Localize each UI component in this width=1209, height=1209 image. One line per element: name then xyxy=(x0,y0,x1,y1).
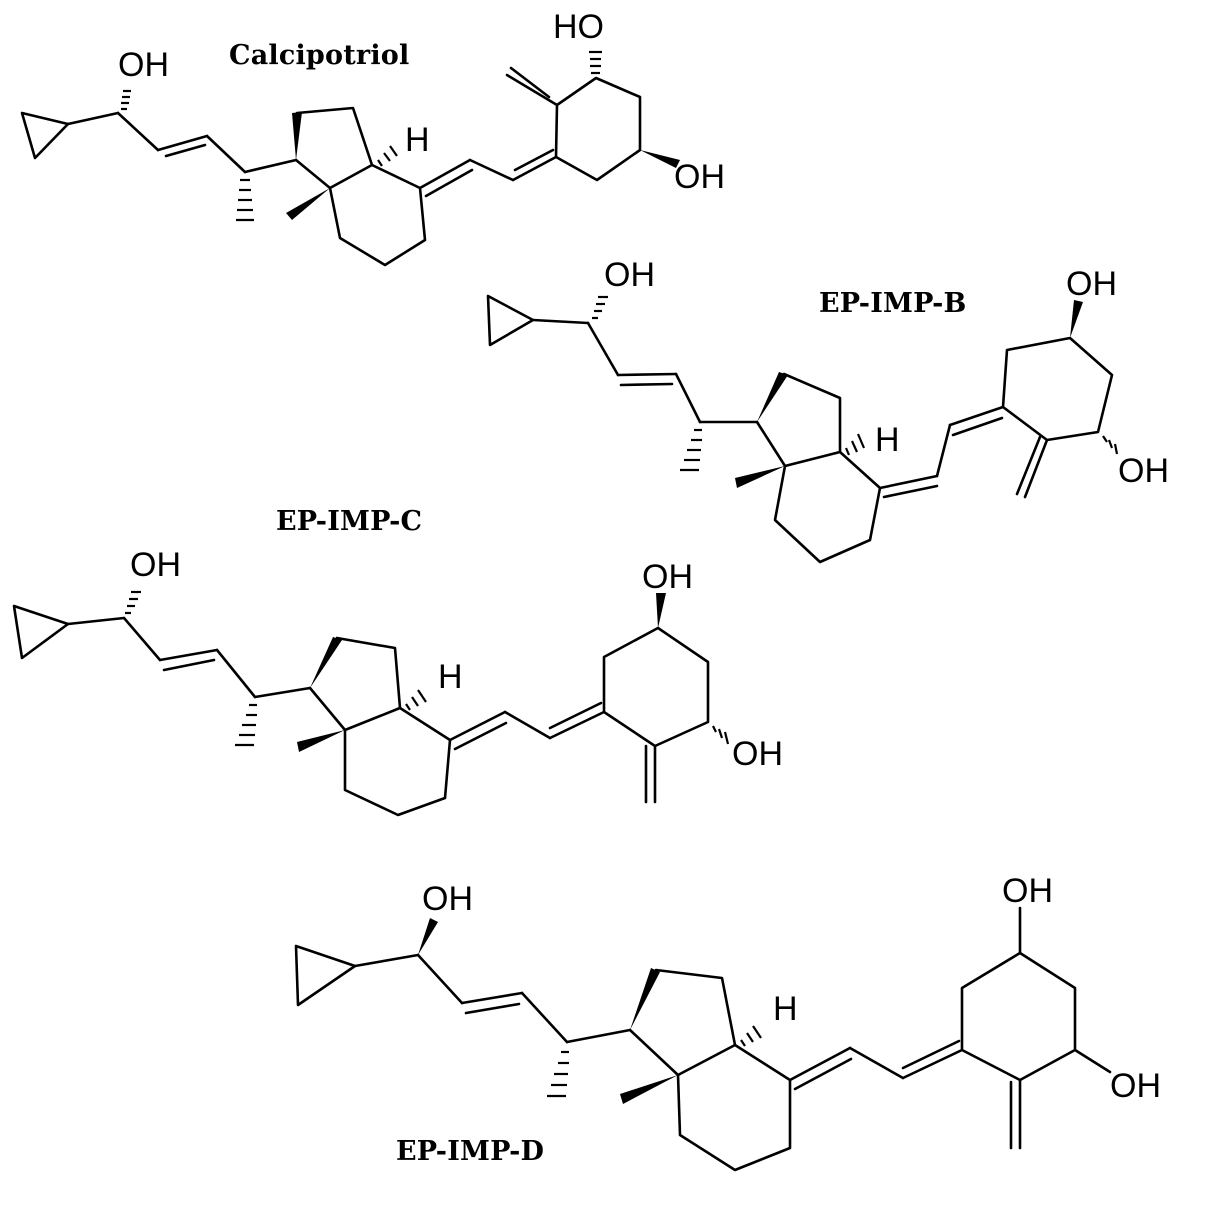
structure-ep-imp-c: OH H OH xyxy=(12,546,783,817)
structure-ep-imp-d: OH H OH OH xyxy=(294,872,1161,1172)
label-h: H xyxy=(773,990,798,1028)
label-ring-oh-top: OH xyxy=(1066,265,1117,303)
compound-title-ep-imp-d: EP-IMP-D xyxy=(396,1136,545,1167)
label-ring-oh-bottom: OH xyxy=(732,735,783,773)
label-ring-oh-top: HO xyxy=(553,8,604,46)
label-side-oh: OH xyxy=(422,880,473,918)
label-side-oh: OH xyxy=(130,546,181,584)
label-side-oh: OH xyxy=(118,46,169,84)
label-ring-oh-bottom: OH xyxy=(1118,452,1169,490)
compound-title-ep-imp-b: EP-IMP-B xyxy=(819,288,967,319)
label-h: H xyxy=(875,421,900,459)
label-ring-oh-top: OH xyxy=(1002,872,1053,910)
structure-calcipotriol: OH H xyxy=(20,8,725,267)
label-h: H xyxy=(438,658,463,696)
structure-ep-imp-b: OH H OH xyxy=(486,256,1169,564)
compound-title-ep-imp-c: EP-IMP-C xyxy=(276,506,423,537)
label-ring-oh-bottom: OH xyxy=(1110,1067,1161,1105)
label-side-oh: OH xyxy=(604,256,655,294)
compound-title-calcipotriol: Calcipotriol xyxy=(229,40,410,71)
label-h: H xyxy=(405,121,430,159)
label-ring-oh-bottom: OH xyxy=(674,158,725,196)
label-ring-oh-top: OH xyxy=(642,558,693,596)
